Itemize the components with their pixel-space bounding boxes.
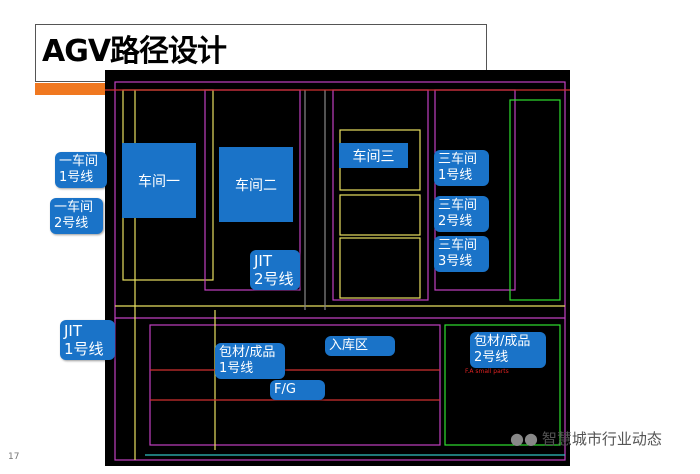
- wechat-icon: ●●: [510, 429, 538, 448]
- callout-jit-line2: JIT 2号线: [250, 250, 300, 290]
- callout-ws3-line2: 三车间 2号线: [434, 196, 489, 232]
- callout-jit-line1: JIT 1号线: [60, 320, 115, 360]
- room-workshop-1: 车间一: [122, 143, 196, 218]
- room-workshop-3: 车间三: [339, 143, 408, 168]
- watermark: ●● 智慧城市行业动态: [510, 428, 662, 449]
- callout-storage-area: 入库区: [325, 336, 395, 356]
- fa-small-parts-label: F.A small parts: [465, 368, 509, 375]
- callout-fg: F/G: [270, 380, 325, 400]
- callout-ws1-line1: 一车间 1号线: [55, 152, 107, 188]
- callout-ws1-line2: 一车间 2号线: [50, 198, 103, 234]
- callout-packaging-line1: 包材/成品 1号线: [215, 343, 285, 379]
- room-workshop-2: 车间二: [219, 147, 293, 222]
- floor-plan-lines: [105, 81, 570, 461]
- callout-ws3-line1: 三车间 1号线: [434, 150, 489, 186]
- accent-bar: [35, 83, 107, 95]
- cad-floor-plan: F.A small parts: [105, 70, 570, 466]
- watermark-text: 智慧城市行业动态: [541, 430, 662, 448]
- callout-packaging-line2: 包材/成品 2号线: [470, 332, 546, 368]
- page-number: 17: [8, 452, 20, 462]
- page-title: AGV路径设计: [42, 34, 227, 69]
- callout-ws3-line3: 三车间 3号线: [434, 236, 489, 272]
